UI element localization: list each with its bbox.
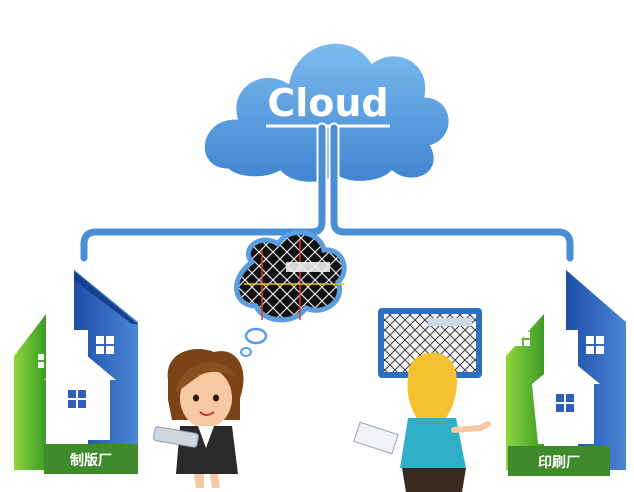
factory-right-label: 印刷厂 — [538, 454, 580, 471]
factory-left-label: 制版厂 — [70, 452, 112, 469]
factory-right-label-bg — [508, 446, 610, 476]
factory-left: 制版厂 — [14, 270, 138, 474]
woman-viewing-monitor-illustration — [353, 352, 491, 492]
network-connectors — [78, 122, 576, 264]
woman-with-tablet-illustration — [153, 349, 244, 488]
thought-bubble-icon — [234, 230, 347, 357]
factory-left-label-bg — [44, 444, 138, 474]
factory-right: 印刷厂 — [506, 270, 626, 476]
cloud-title: Cloud — [267, 81, 388, 125]
